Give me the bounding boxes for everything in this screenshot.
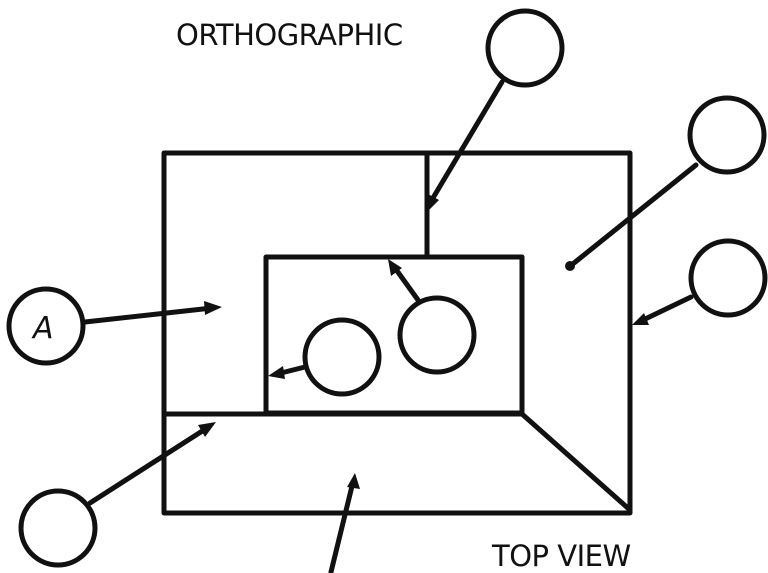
callout-inner-right-circle — [397, 295, 477, 375]
view-label: TOP VIEW — [491, 539, 631, 573]
callout-top-center-arrowhead — [426, 193, 439, 212]
callout-inner-right-arrowhead — [388, 259, 402, 276]
callout-mid-right-leader — [638, 294, 694, 324]
callout-top-right-leader — [571, 162, 699, 266]
callout-inner-left-circle — [302, 317, 382, 397]
callout-bottom-center-arrowhead — [347, 473, 360, 489]
callout-bottom-left-arrowhead — [198, 422, 216, 437]
callout-mid-right-arrowhead — [632, 313, 649, 325]
callout-a-circle — [6, 286, 86, 366]
diagram-title: ORTHOGRAPHIC — [176, 18, 403, 52]
callout-a-leader — [82, 305, 215, 325]
callout-inner-right-leader — [392, 265, 421, 303]
callout-top-right-circle — [687, 95, 767, 175]
callout-a-arrowhead — [204, 301, 222, 315]
callout-top-center-leader — [427, 79, 505, 206]
callout-inner-left-arrowhead — [268, 366, 285, 379]
callout-top-center-circle — [485, 8, 565, 88]
inner-raised-surface — [263, 254, 525, 416]
callout-mid-right-circle — [688, 238, 768, 318]
outer-boundary — [161, 150, 633, 516]
callout-top-right-arrowhead — [565, 261, 575, 271]
diagonal-edge-line — [519, 411, 633, 513]
callout-bottom-left-leader — [87, 425, 210, 506]
callout-bottom-center-leader — [328, 479, 356, 573]
callout-bottom-left-circle — [18, 488, 98, 568]
callout-a-label: A — [31, 311, 54, 346]
